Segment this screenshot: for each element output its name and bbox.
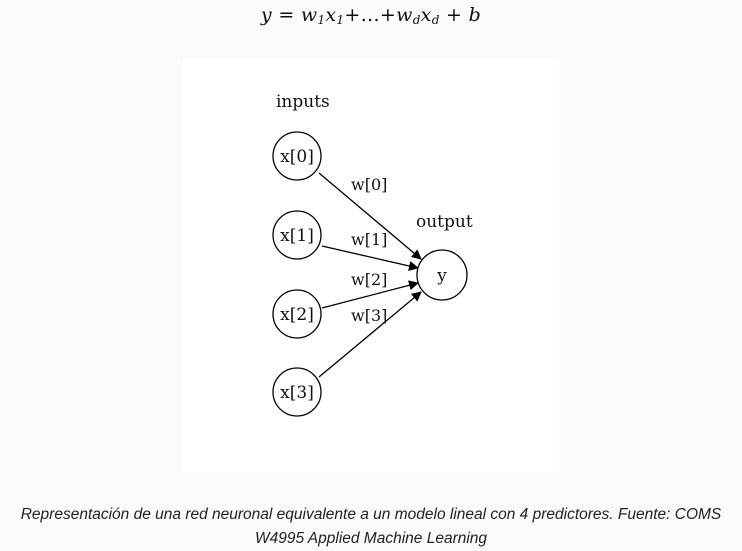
edge-x0-y [318, 172, 422, 260]
figure-caption: Representación de una red neuronal equiv… [0, 503, 742, 551]
output-node-y: y [416, 249, 468, 301]
diagram-svg: inputs output x[0] x[1] x[2] x[3] y [272, 92, 473, 417]
input-node-x1-label: x[1] [280, 226, 314, 246]
weight-label-w2: w[2] [351, 270, 387, 289]
formula-xd: xd [420, 4, 440, 27]
edge-x2-y [321, 280, 419, 309]
output-label: output [416, 212, 473, 232]
inputs-label: inputs [276, 92, 330, 112]
formula-b: b [468, 4, 482, 26]
formula-plus: + [446, 4, 463, 26]
input-node-x3: x[3] [272, 367, 322, 417]
input-node-x3-label: x[3] [280, 383, 314, 403]
caption-line-2: W4995 Applied Machine Learning [254, 530, 488, 547]
input-node-x1: x[1] [272, 210, 322, 260]
weight-label-w1: w[1] [351, 230, 387, 249]
formula-wd: wd [396, 4, 421, 27]
weight-label-w3: w[3] [351, 306, 387, 325]
formula-x1: x1 [325, 4, 345, 27]
edge-x1-y [321, 245, 419, 271]
input-node-x0-label: x[0] [280, 147, 314, 167]
caption-line-1: Representación de una red neuronal equiv… [20, 506, 722, 523]
input-node-x2: x[2] [272, 289, 322, 339]
output-node-y-label: y [436, 266, 447, 286]
formula-w1: w1 [300, 4, 326, 27]
edge-x3-y [318, 291, 422, 378]
input-node-x2-label: x[2] [280, 305, 314, 325]
formula: y = w1x1+…+wdxd + b [0, 4, 742, 27]
neural-network-diagram: inputs output x[0] x[1] x[2] x[3] y [183, 59, 559, 472]
formula-y: y [260, 4, 272, 26]
formula-equals: = [278, 4, 295, 26]
formula-ellipsis: +…+ [344, 4, 397, 26]
weight-label-w0: w[0] [351, 175, 387, 194]
input-node-x0: x[0] [272, 131, 322, 181]
